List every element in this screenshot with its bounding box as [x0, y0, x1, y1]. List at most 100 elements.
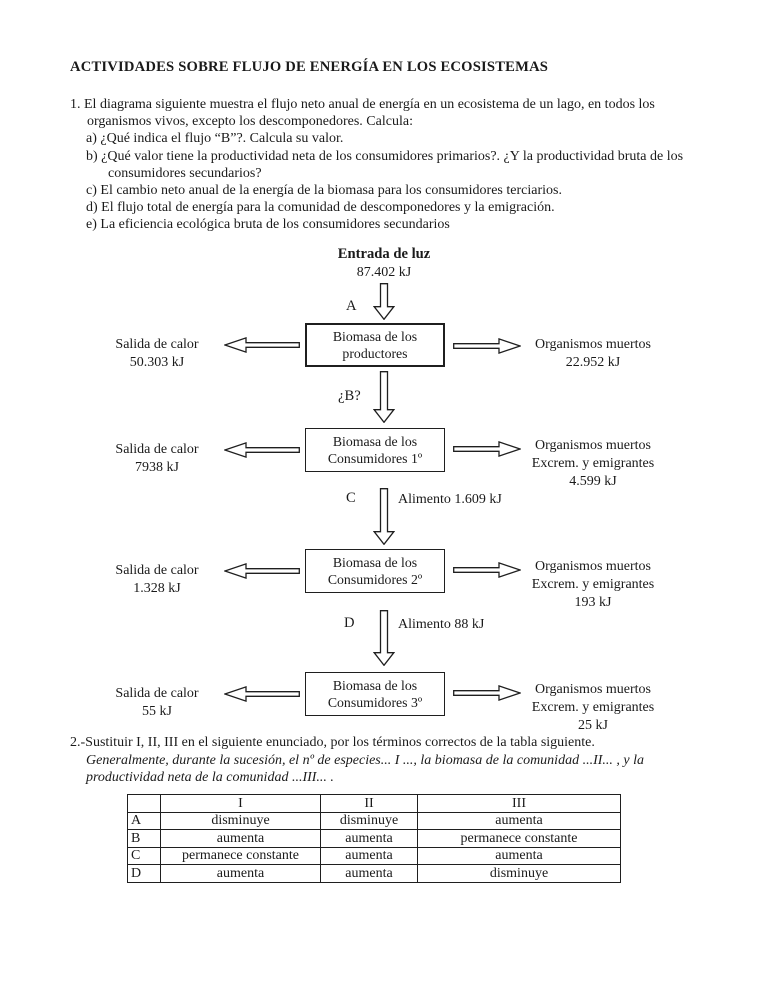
left-arrow-icon: [224, 686, 300, 702]
heat-output-1: Salida de calor 50.303 kJ: [82, 336, 232, 372]
producers-box: Biomasa de los productores: [305, 323, 445, 367]
left-arrow-icon: [224, 337, 300, 353]
right-arrow-icon: [453, 441, 521, 457]
table-cell: aumenta: [320, 829, 418, 848]
tertiary-consumers-line2: Consumidores 3º: [327, 695, 423, 710]
answer-table: I II III A disminuye disminuye aumenta B…: [127, 794, 621, 883]
dead-organisms-4-line2: Excrem. y emigrantes: [531, 700, 655, 715]
row-label: C: [127, 846, 161, 865]
question-1-text: El diagrama siguiente muestra el flujo n…: [84, 97, 655, 130]
question-1-item-e: e) La eficiencia ecológica bruta de los …: [86, 216, 718, 233]
dead-organisms-1: Organismos muertos 22.952 kJ: [504, 336, 682, 372]
table-row: B aumenta aumenta permanece constante: [127, 829, 621, 848]
header-col-1: I: [160, 794, 321, 813]
item-d-text: El flujo total de energía para la comuni…: [101, 200, 555, 216]
question-2-statement: Generalmente, durante la sucesión, el nº…: [86, 752, 645, 786]
right-arrow-icon: [453, 338, 521, 354]
flow-label-b: ¿B?: [338, 388, 361, 404]
item-d-label: d): [86, 200, 98, 216]
heat-output-2-value: 7938 kJ: [135, 460, 179, 475]
question-1-item-d: d) El flujo total de energía para la com…: [86, 199, 718, 216]
primary-consumers-box: Biomasa de los Consumidores 1º: [305, 428, 445, 472]
item-e-label: e): [86, 217, 97, 233]
item-b-text: ¿Qué valor tiene la productividad neta d…: [101, 148, 684, 181]
down-arrow-icon: [373, 371, 395, 423]
tertiary-consumers-box: Biomasa de los Consumidores 3º: [305, 672, 445, 716]
item-c-label: c): [86, 183, 97, 199]
table-cell: aumenta: [160, 864, 321, 883]
header-blank: [127, 794, 161, 813]
heat-output-2-label: Salida de calor: [115, 442, 199, 457]
heat-output-4: Salida de calor 55 kJ: [82, 685, 232, 721]
down-arrow-icon: [373, 488, 395, 545]
header-col-3: III: [417, 794, 621, 813]
table-row: D aumenta aumenta disminuye: [127, 864, 621, 883]
secondary-consumers-line1: Biomasa de los: [332, 555, 418, 570]
dead-organisms-3-line2: Excrem. y emigrantes: [531, 577, 655, 592]
dead-organisms-1-line2: 22.952 kJ: [565, 355, 621, 370]
question-2-number: 2.-: [70, 735, 86, 750]
question-1-item-b: b) ¿Qué valor tiene la productividad net…: [86, 148, 718, 182]
row-label: B: [127, 829, 161, 848]
heat-output-2: Salida de calor 7938 kJ: [82, 441, 232, 477]
question-2-text: 2.-Sustituir I, II, III en el siguiente …: [70, 734, 674, 787]
question-1-number: 1.: [70, 97, 81, 112]
flow-label-d: D: [344, 615, 355, 631]
item-a-text: ¿Qué indica el flujo “B”?. Calcula su va…: [100, 131, 344, 147]
primary-consumers-line2: Consumidores 1º: [327, 451, 423, 466]
food-flow-label-c: Alimento 1.609 kJ: [398, 492, 502, 507]
heat-output-3-label: Salida de calor: [115, 563, 199, 578]
table-cell: disminuye: [417, 864, 621, 883]
heat-output-4-value: 55 kJ: [142, 704, 172, 719]
flow-label-c: C: [346, 490, 356, 506]
producers-box-line2: productores: [342, 346, 408, 361]
table-cell: permanece constante: [417, 829, 621, 848]
right-arrow-icon: [453, 685, 521, 701]
down-arrow-icon: [373, 610, 395, 666]
secondary-consumers-line2: Consumidores 2º: [327, 572, 423, 587]
table-cell: aumenta: [320, 846, 418, 865]
dead-organisms-2: Organismos muertos Excrem. y emigrantes …: [504, 437, 682, 491]
dead-organisms-3: Organismos muertos Excrem. y emigrantes …: [504, 558, 682, 612]
dead-organisms-3-line3: 193 kJ: [574, 595, 612, 610]
right-arrow-icon: [453, 562, 521, 578]
dead-organisms-4: Organismos muertos Excrem. y emigrantes …: [504, 681, 682, 735]
table-cell: disminuye: [160, 811, 321, 830]
table-row: A disminuye disminuye aumenta: [127, 811, 621, 830]
dead-organisms-1-line1: Organismos muertos: [534, 337, 651, 352]
table-header-row: I II III: [127, 794, 621, 813]
table-cell: aumenta: [417, 811, 621, 830]
dead-organisms-4-line1: Organismos muertos: [534, 682, 651, 697]
question-2-intro: Sustituir I, II, III en el siguiente enu…: [85, 735, 595, 750]
heat-output-1-label: Salida de calor: [115, 337, 199, 352]
dead-organisms-2-line2: Excrem. y emigrantes: [531, 456, 655, 471]
question-1-item-c: c) El cambio neto anual de la energía de…: [86, 182, 718, 199]
table-cell: aumenta: [160, 829, 321, 848]
left-arrow-icon: [224, 442, 300, 458]
heat-output-4-label: Salida de calor: [115, 686, 199, 701]
table-cell: permanece constante: [160, 846, 321, 865]
item-c-text: El cambio neto anual de la energía de la…: [100, 183, 562, 199]
tertiary-consumers-line1: Biomasa de los: [332, 678, 418, 693]
dead-organisms-2-line3: 4.599 kJ: [569, 474, 617, 489]
heat-output-3: Salida de calor 1.328 kJ: [82, 562, 232, 598]
item-b-label: b): [86, 148, 98, 164]
left-arrow-icon: [224, 563, 300, 579]
heat-output-3-value: 1.328 kJ: [133, 581, 181, 596]
flow-label-a: A: [346, 298, 357, 314]
dead-organisms-2-line1: Organismos muertos: [534, 438, 651, 453]
question-1-items: a) ¿Qué indica el flujo “B”?. Calcula su…: [86, 130, 718, 233]
secondary-consumers-box: Biomasa de los Consumidores 2º: [305, 549, 445, 593]
header-col-2: II: [320, 794, 418, 813]
question-1: 1. El diagrama siguiente muestra el fluj…: [70, 96, 718, 234]
table-cell: aumenta: [320, 864, 418, 883]
table-cell: aumenta: [417, 846, 621, 865]
item-e-text: La eficiencia ecológica bruta de los con…: [100, 217, 450, 233]
food-flow-label-d: Alimento 88 kJ: [398, 617, 485, 632]
light-input-value: 87.402 kJ: [356, 265, 412, 280]
dead-organisms-3-line1: Organismos muertos: [534, 559, 651, 574]
table-row: C permanece constante aumenta aumenta: [127, 846, 621, 865]
document-title: ACTIVIDADES SOBRE FLUJO DE ENERGÍA EN LO…: [70, 59, 549, 75]
table-cell: disminuye: [320, 811, 418, 830]
